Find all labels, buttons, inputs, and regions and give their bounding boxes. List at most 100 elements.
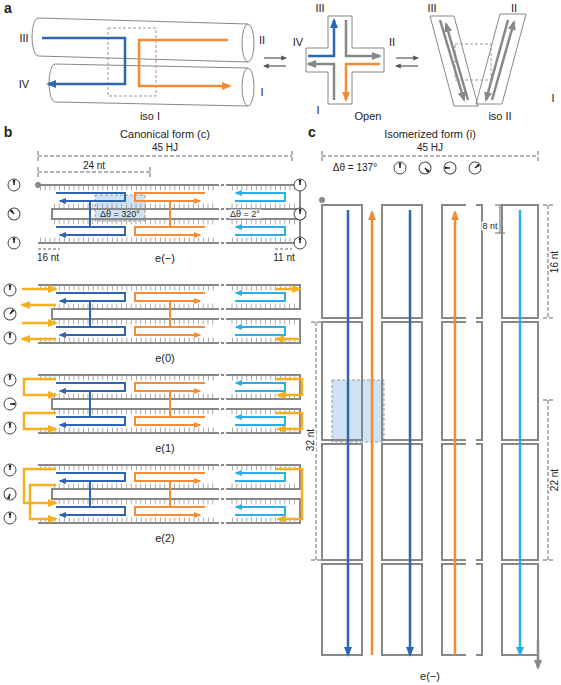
svg-shape	[8, 179, 20, 191]
break-gap	[466, 200, 476, 660]
arm-label: IV	[293, 37, 303, 48]
panel-letter: c	[308, 125, 316, 139]
design-label: e(2)	[155, 533, 175, 544]
angle-label: Δθ = 137°	[333, 163, 377, 173]
svg-shape	[371, 212, 374, 655]
svg-shape	[242, 24, 254, 62]
svg-shape	[382, 564, 422, 655]
svg-shape	[139, 40, 230, 86]
svg-shape	[22, 322, 56, 325]
panel-letter: b	[4, 125, 13, 139]
svg-shape	[306, 16, 384, 104]
arm-label: I	[551, 93, 554, 104]
strand-start	[35, 182, 41, 188]
svg-shape	[409, 210, 412, 655]
svg-shape	[6, 206, 23, 223]
svg-shape	[8, 237, 20, 249]
svg-shape	[38, 249, 292, 250]
svg-shape	[454, 212, 457, 655]
svg-shape	[440, 20, 464, 100]
arm-label: I	[316, 105, 319, 116]
svg-shape	[346, 20, 380, 56]
svg-shape	[4, 512, 16, 524]
svg-shape	[24, 413, 56, 429]
panel-letter: a	[4, 1, 12, 15]
rotation-dials	[2, 179, 307, 524]
svg-shape	[467, 160, 484, 177]
dimension-label: 45 HJ	[416, 143, 444, 153]
dimension-label: 22 nt	[550, 468, 560, 492]
svg-shape	[22, 338, 56, 341]
helix-block	[38, 282, 300, 346]
highlight-box	[332, 380, 384, 442]
svg-shape	[537, 640, 540, 668]
helix-block	[38, 372, 300, 436]
arm-label: II	[259, 35, 265, 46]
strand-start	[319, 197, 325, 203]
state-label: Open	[355, 111, 382, 122]
design-label: e(−)	[155, 253, 175, 264]
svg-shape	[276, 413, 302, 429]
svg-shape	[242, 68, 254, 106]
arm-label: II	[389, 37, 395, 48]
svg-shape	[346, 64, 380, 100]
svg-shape	[4, 284, 16, 296]
equilibrium-arrows	[264, 58, 418, 66]
dimension-label: 16 nt	[37, 253, 59, 263]
design-label: e(−)	[420, 671, 440, 682]
svg-shape	[417, 160, 434, 177]
arm-label: III	[427, 3, 436, 14]
svg-shape	[276, 379, 302, 395]
svg-shape	[22, 304, 56, 307]
iso-one-junction	[32, 18, 254, 106]
svg-shape	[22, 288, 56, 291]
svg-shape	[294, 237, 306, 249]
svg-shape	[276, 469, 302, 519]
open-junction	[306, 16, 384, 104]
angle-label: Δθ = 2°	[229, 210, 261, 219]
state-label: iso I	[140, 111, 160, 122]
svg-shape	[322, 444, 362, 560]
svg-shape	[4, 398, 16, 410]
iso-two-junction	[430, 14, 526, 106]
arm-label: I	[260, 87, 263, 98]
angle-label: Δθ = 320°	[100, 210, 140, 219]
state-label: iso II	[488, 111, 511, 122]
dimension-label: 45 HJ	[151, 143, 179, 153]
svg-shape	[322, 322, 362, 440]
dimension-label: 16 nt	[550, 250, 560, 274]
arm-label: III	[315, 3, 324, 14]
svg-shape	[486, 20, 508, 100]
svg-shape	[396, 65, 418, 66]
arm-label: II	[511, 3, 517, 14]
svg-shape	[4, 332, 16, 344]
design-label: e(0)	[155, 353, 175, 364]
svg-shape	[476, 14, 526, 104]
dimension-label: 8 nt	[481, 222, 498, 231]
svg-shape	[276, 288, 300, 291]
svg-shape	[294, 208, 306, 220]
svg-shape	[308, 64, 334, 100]
svg-shape	[492, 22, 514, 100]
svg-shape	[264, 57, 286, 58]
svg-shape	[32, 18, 38, 56]
helix-block	[38, 182, 300, 246]
helix-block	[38, 462, 300, 526]
arm-label: III	[19, 33, 28, 44]
svg-shape	[347, 210, 350, 655]
svg-shape	[382, 322, 422, 440]
svg-shape	[519, 210, 522, 655]
scaffold-strand	[322, 205, 538, 655]
svg-shape	[322, 564, 362, 655]
svg-shape	[308, 20, 334, 56]
svg-shape	[322, 205, 362, 318]
svg-shape	[396, 57, 418, 58]
dimension-label: 24 nt	[82, 161, 106, 171]
svg-shape	[382, 205, 422, 318]
svg-shape	[394, 162, 406, 174]
svg-shape	[264, 65, 286, 66]
svg-shape	[4, 374, 16, 386]
svg-shape	[4, 464, 16, 476]
svg-shape	[382, 444, 422, 560]
